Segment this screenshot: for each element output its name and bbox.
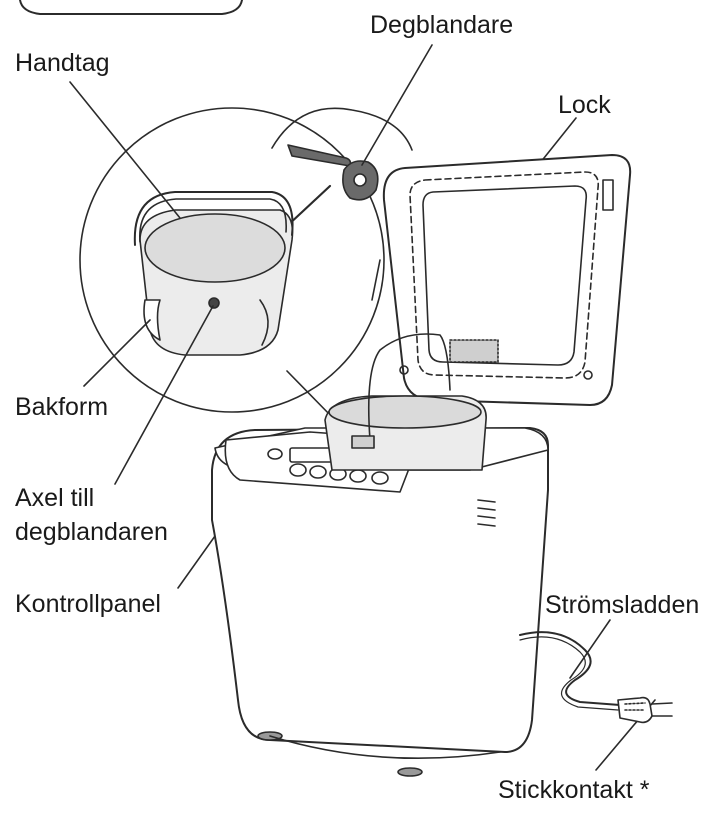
leader-stromsladden xyxy=(569,619,611,679)
blade-detail-arc xyxy=(271,107,413,151)
leader-axel xyxy=(114,305,214,485)
label-axel-till-degblandaren: Axel till degblandaren xyxy=(15,483,168,547)
label-stickkontakt: Stickkontakt * xyxy=(498,776,650,804)
lid xyxy=(382,154,632,406)
zoom-pointer-line xyxy=(286,370,334,419)
label-lock: Lock xyxy=(558,91,611,119)
label-kontrollpanel: Kontrollpanel xyxy=(15,590,161,618)
label-degblandare: Degblandare xyxy=(370,11,514,39)
panel-button xyxy=(267,448,283,460)
foot xyxy=(397,767,423,777)
lid-vent xyxy=(449,339,499,363)
panel-button xyxy=(309,465,327,479)
panel-button xyxy=(289,463,307,477)
zoom-pointer-line xyxy=(371,259,381,301)
label-axel-line1: Axel till xyxy=(15,484,95,512)
lid-window xyxy=(409,171,600,379)
shaft-zoom xyxy=(208,297,220,309)
label-handtag: Handtag xyxy=(15,49,110,77)
leader-degblandare xyxy=(361,44,433,166)
leader-bakform xyxy=(83,319,151,387)
panel-button xyxy=(371,471,389,485)
header-frame xyxy=(19,0,243,15)
label-bakform: Bakform xyxy=(15,393,109,421)
power-cord xyxy=(519,631,621,706)
label-axel-line2: degblandaren xyxy=(15,518,168,546)
machine-body xyxy=(211,427,549,753)
pan-handle-zoom xyxy=(133,191,294,246)
label-stromsladden: Strömsladden xyxy=(545,591,700,619)
pan-handle xyxy=(367,333,451,441)
leader-handtag xyxy=(69,81,181,219)
